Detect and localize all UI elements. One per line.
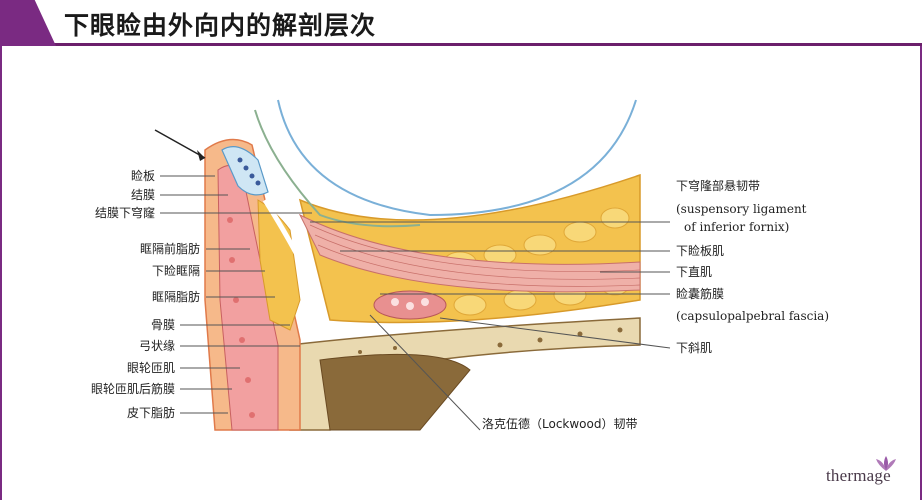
label-preseptal-fat: 眶隔前脂肪 xyxy=(140,241,200,256)
label-roof: 眼轮匝肌后筋膜 xyxy=(91,381,175,396)
label-inferior-oblique: 下斜肌 xyxy=(676,341,712,355)
page-title: 下眼睑由外向内的解剖层次 xyxy=(64,11,377,40)
label-capsulopalpebral-cn: 睑囊筋膜 xyxy=(676,286,724,301)
frame-left-border xyxy=(0,46,2,500)
label-conjunctiva: 结膜 xyxy=(131,188,155,202)
label-orbital-septum: 下睑眶隔 xyxy=(152,264,200,278)
label-lockwood-ligament: 洛克伍德（Lockwood）韧带 xyxy=(482,416,637,431)
label-tarsal-muscle: 下睑板肌 xyxy=(676,244,724,258)
label-suspensory-en2: of inferior fornix) xyxy=(684,220,789,234)
fornix-membrane xyxy=(262,198,308,272)
label-subcutaneous-fat: 皮下脂肪 xyxy=(127,405,175,420)
label-orbicularis: 眼轮匝肌 xyxy=(127,361,175,375)
label-periosteum: 骨膜 xyxy=(151,318,175,332)
frame-right-border xyxy=(920,46,922,500)
conjunctiva-line xyxy=(254,109,421,228)
inferior-rectus-muscle xyxy=(298,213,641,293)
label-suspensory-en1: (suspensory ligament xyxy=(676,202,807,216)
label-inferior-rectus: 下直肌 xyxy=(676,265,712,279)
eyeball-outline xyxy=(277,99,637,217)
label-suspensory-cn: 下穹隆部悬韧带 xyxy=(676,178,760,193)
title-bar: 下眼睑由外向内的解剖层次 xyxy=(0,0,922,46)
label-capsulopalpebral-en: (capsulopalpebral fascia) xyxy=(676,309,829,323)
label-tarsus: 睑板 xyxy=(131,169,155,183)
label-fornix: 结膜下穹窿 xyxy=(95,205,155,220)
maxillary-sinus xyxy=(319,353,471,431)
label-arcus-marginalis: 弓状缘 xyxy=(139,339,175,353)
thermage-logo: thermage xyxy=(826,466,891,485)
label-orbital-fat: 眶隔脂肪 xyxy=(152,289,200,304)
lotus-logo-icon xyxy=(876,456,896,471)
